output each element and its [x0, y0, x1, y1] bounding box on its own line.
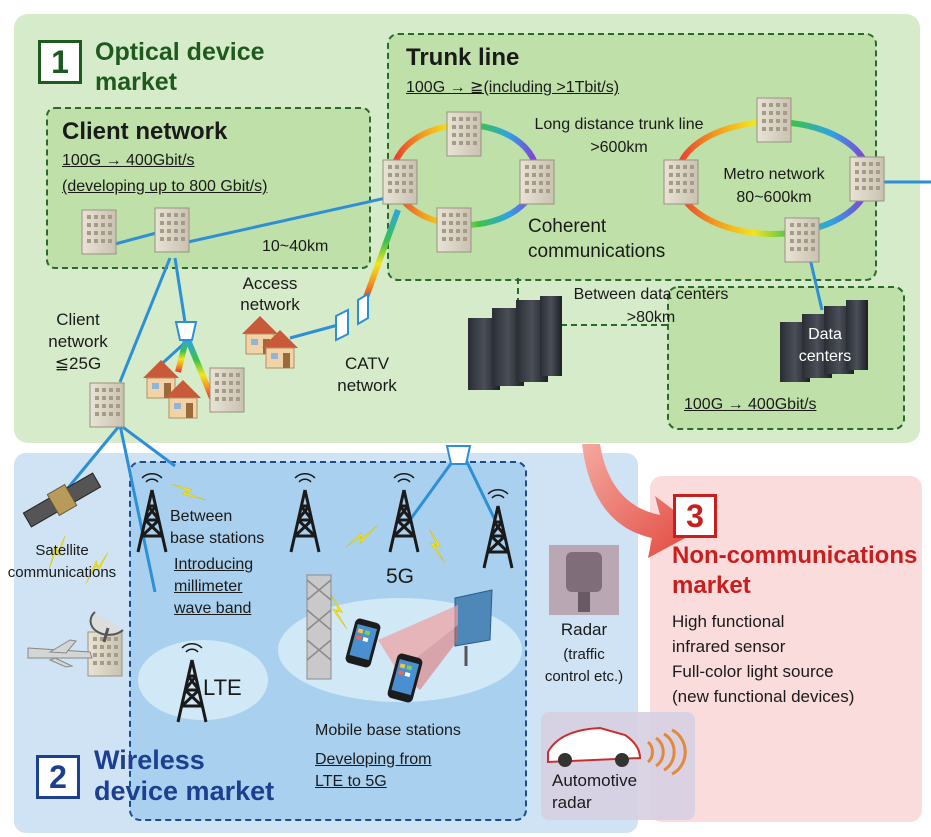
metro-building-3	[849, 156, 885, 202]
arrow-to-noncomm	[582, 444, 700, 558]
client-building-2	[154, 207, 190, 253]
data-centers-speed: 100G → 400Gbit/s	[684, 396, 817, 413]
apartment-building	[209, 367, 245, 413]
noncomm-item-4: (new functional devices)	[672, 687, 855, 706]
data-centers-label-1: Data	[808, 326, 842, 343]
satellite-label-1: Satellite	[35, 542, 89, 559]
coherent-label-2: communications	[528, 241, 666, 262]
auto-radar-label-2: radar	[552, 793, 592, 812]
noncomm-item-2: infrared sensor	[672, 637, 786, 656]
client-network-range: 10~40km	[262, 238, 329, 255]
trunk-line-title: Trunk line	[406, 44, 520, 71]
noncomm-item-3: Full-color light source	[672, 662, 834, 681]
optical-title-line2: market	[95, 68, 177, 96]
client-small-label-3: ≦25G	[54, 354, 102, 373]
trunk-building-2	[446, 111, 482, 157]
metro-building-1	[663, 159, 699, 205]
between-dc-label-1: Between data centers	[573, 286, 729, 303]
satellite	[22, 472, 102, 528]
trunk-building-1	[382, 159, 418, 205]
between-bs-label-1: Between	[170, 508, 233, 525]
client-building-1	[81, 209, 117, 255]
between-dc-label-2: >80km	[626, 309, 676, 326]
wireless-title-line1: Wireless	[94, 745, 205, 775]
client-small-label-1: Client	[56, 310, 100, 329]
client-network-box	[46, 107, 371, 269]
radar-note-2: control etc.)	[544, 668, 624, 685]
optical-number-badge: 1	[38, 40, 82, 84]
catv-label-1: CATV	[344, 354, 390, 373]
client-network-speed-1: 100G → 400Gbit/s	[62, 152, 195, 169]
optical-title-line1: Optical device	[95, 38, 265, 66]
wireless-number-badge: 2	[36, 755, 80, 799]
client-small-label-2: network	[48, 332, 108, 351]
coherent-label-1: Coherent	[528, 216, 607, 237]
metro-label-2: 80~600km	[736, 189, 812, 206]
mmwave-label-1: Introducing	[174, 556, 254, 573]
access-network-label-1: Access	[242, 274, 298, 293]
noncomm-item-1: High functional	[672, 612, 785, 631]
developing-label-1: Developing from	[315, 751, 432, 768]
long-distance-label-2: >600km	[590, 139, 648, 156]
mmwave-label-3: wave band	[174, 600, 252, 617]
noncomm-market-area	[650, 476, 922, 822]
client-network-title: Client network	[62, 118, 228, 145]
airplane-icon	[27, 639, 93, 668]
client-small-building	[89, 382, 125, 428]
satellite-dish	[89, 611, 124, 643]
car-icon	[547, 726, 642, 767]
fiveg-label: 5G	[386, 565, 415, 588]
developing-label-2: LTE to 5G	[315, 773, 387, 790]
noncomm-title-line2: market	[672, 572, 751, 599]
metro-building-2	[756, 97, 792, 143]
data-centers-label-2: centers	[798, 348, 852, 365]
catv-label-2: network	[337, 376, 397, 395]
lte-label: LTE	[203, 675, 242, 700]
radar-note-1: (traffic	[563, 646, 605, 663]
mmwave-label-2: millimeter	[174, 578, 243, 595]
noncomm-number-badge: 3	[673, 494, 717, 538]
long-distance-label-1: Long distance trunk line	[534, 116, 704, 133]
blue-links	[56, 174, 931, 593]
trunk-line-box	[387, 33, 877, 281]
radar-label: Radar	[560, 620, 608, 639]
radar-waves-icon	[646, 728, 687, 776]
mobile-bs-label: Mobile base stations	[315, 722, 461, 739]
between-bs-label-2: base stations	[170, 530, 265, 547]
metro-label-1: Metro network	[723, 166, 825, 183]
wireless-title-line2: device market	[94, 776, 275, 806]
data-center-racks-left	[468, 296, 562, 390]
access-network-label-2: network	[240, 295, 300, 314]
satellite-label-2: communications	[7, 564, 117, 581]
metro-building-4	[784, 217, 820, 263]
data-center-racks-right	[780, 300, 868, 382]
noncomm-title-line1: Non-communications	[672, 542, 918, 569]
client-network-speed-2: (developing up to 800 Gbit/s)	[62, 178, 268, 195]
trunk-building-4	[519, 159, 555, 205]
trunk-line-speed: 100G → ≧(including >1Tbit/s)	[406, 79, 620, 96]
trunk-building-3	[436, 207, 472, 253]
auto-radar-label-1: Automotive	[552, 771, 638, 790]
